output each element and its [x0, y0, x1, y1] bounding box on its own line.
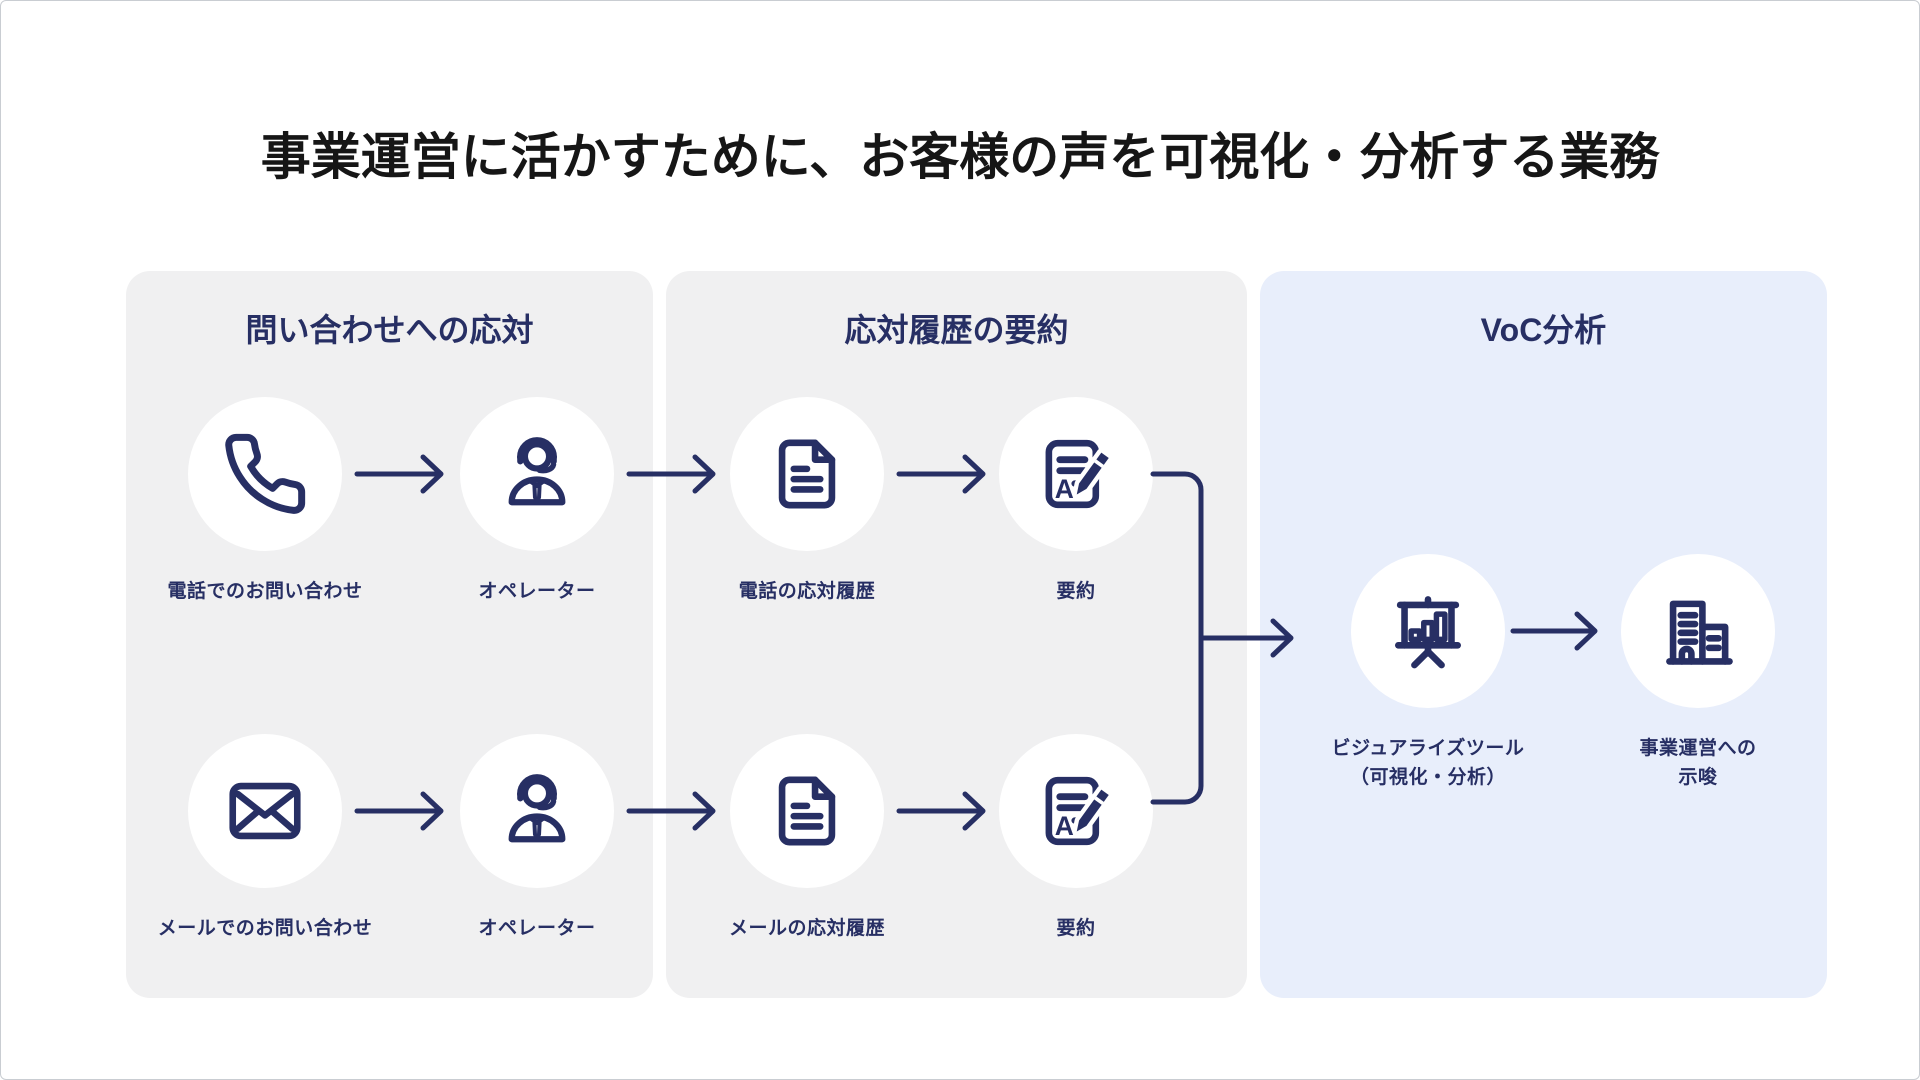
node-business-insight: 事業運営への 示唆: [1573, 554, 1823, 792]
icon-circle: [730, 397, 884, 551]
summarize-icon: [1032, 430, 1120, 518]
node-visualize-tool: ビジュアライズツール （可視化・分析）: [1303, 554, 1553, 792]
icon-circle: [1621, 554, 1775, 708]
document-icon: [763, 767, 851, 855]
node-label: オペレーター: [478, 581, 596, 602]
icon-circle: [460, 397, 614, 551]
node-label: メールでのお問い合わせ: [157, 918, 373, 939]
panel-summary-title: 応対履歴の要約: [844, 312, 1069, 348]
office-building-icon: [1654, 587, 1742, 675]
panel-inquiry: 問い合わせへの応対: [126, 271, 653, 998]
node-mail-history: メールの応対履歴: [682, 734, 932, 943]
node-label: 事業運営への 示唆: [1639, 738, 1757, 788]
icon-circle: [188, 734, 342, 888]
node-operator-top: オペレーター: [412, 397, 662, 606]
panel-voc-title: VoC分析: [1480, 312, 1607, 348]
icon-circle: [999, 734, 1153, 888]
summarize-icon: [1032, 767, 1120, 855]
icon-circle: [188, 397, 342, 551]
operator-icon: [493, 430, 581, 518]
node-label: メールの応対履歴: [728, 918, 885, 939]
presentation-chart-icon: [1384, 587, 1472, 675]
icon-circle: [1351, 554, 1505, 708]
document-icon: [763, 430, 851, 518]
node-phone-history: 電話の応対履歴: [682, 397, 932, 606]
node-label: オペレーター: [478, 918, 596, 939]
node-summary-bottom: 要約: [951, 734, 1201, 943]
diagram-title: 事業運営に活かすために、お客様の声を可視化・分析する業務: [260, 129, 1660, 185]
icon-circle: [730, 734, 884, 888]
operator-icon: [493, 767, 581, 855]
node-phone-inquiry: 電話でのお問い合わせ: [140, 397, 390, 606]
icon-circle: [999, 397, 1153, 551]
node-operator-bottom: オペレーター: [412, 734, 662, 943]
node-label: ビジュアライズツール （可視化・分析）: [1331, 738, 1525, 788]
mail-icon: [221, 767, 309, 855]
panel-summary: 応対履歴の要約: [666, 271, 1247, 998]
node-mail-inquiry: メールでのお問い合わせ: [140, 734, 390, 943]
node-summary-top: 要約: [951, 397, 1201, 606]
node-label: 電話の応対履歴: [738, 581, 876, 602]
icon-circle: [460, 734, 614, 888]
node-label: 電話でのお問い合わせ: [167, 581, 363, 602]
phone-icon: [221, 430, 309, 518]
node-label: 要約: [1056, 581, 1096, 602]
node-label: 要約: [1056, 918, 1096, 939]
panel-inquiry-title: 問い合わせへの応対: [245, 312, 534, 348]
